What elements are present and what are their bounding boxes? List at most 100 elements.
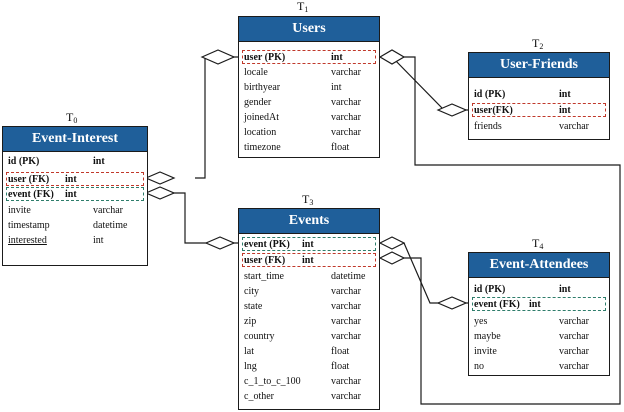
- column-name: gender: [244, 97, 272, 108]
- table-row: id (PK) int: [3, 154, 147, 169]
- table-row: c_other varchar: [239, 389, 379, 404]
- column-type: varchar: [331, 127, 361, 138]
- column-type: int: [559, 105, 571, 116]
- column-name: lat: [244, 346, 254, 357]
- label-events-sub: 3: [309, 198, 314, 207]
- column-type: varchar: [331, 97, 361, 108]
- column-name: city: [244, 286, 259, 297]
- table-row: zip varchar: [239, 314, 379, 329]
- label-event-attendees-sub: 4: [539, 242, 544, 251]
- column-name: event (FK): [8, 189, 54, 200]
- column-type: varchar: [559, 346, 589, 357]
- table-row: yes varchar: [469, 314, 609, 329]
- connector-users-to-user-friends: [391, 56, 468, 111]
- label-user-friends: T2: [532, 37, 543, 53]
- table-row: user (PK) int: [239, 50, 379, 65]
- column-name: friends: [474, 121, 502, 132]
- column-name: user(FK): [474, 105, 513, 116]
- column-type: int: [302, 255, 314, 266]
- diamond-event-interest-event: [144, 186, 176, 200]
- column-type: int: [559, 284, 571, 295]
- label-users: T1: [297, 0, 308, 16]
- table-row: invite varchar: [469, 344, 609, 359]
- label-users-base: T: [297, 0, 305, 13]
- table-events-title: Events: [239, 209, 379, 234]
- column-type: int: [93, 156, 105, 167]
- column-name: lng: [244, 361, 257, 372]
- column-type: datetime: [331, 271, 366, 282]
- column-name: user (FK): [244, 255, 286, 266]
- table-row: event (FK) int: [469, 297, 609, 312]
- column-name: event (FK): [474, 299, 520, 310]
- column-name: country: [244, 331, 275, 342]
- column-type: varchar: [559, 121, 589, 132]
- label-event-interest-sub: 0: [73, 116, 78, 125]
- table-row: timestamp datetime: [3, 218, 147, 233]
- column-name: birthyear: [244, 82, 281, 93]
- label-event-attendees-base: T: [532, 236, 540, 250]
- column-name: start_time: [244, 271, 284, 282]
- table-row: lng float: [239, 359, 379, 374]
- table-row: event (PK) int: [239, 237, 379, 252]
- table-row: no varchar: [469, 359, 609, 374]
- column-type: varchar: [331, 112, 361, 123]
- table-event-attendees-title: Event-Attendees: [469, 253, 609, 278]
- column-name: user (FK): [8, 174, 50, 185]
- diamond-users-right: [378, 49, 406, 65]
- column-name: event (PK): [244, 239, 290, 250]
- column-type: int: [331, 52, 343, 63]
- table-row: city varchar: [239, 284, 379, 299]
- connector-event-interest-to-events: [148, 192, 238, 244]
- table-row: timezone float: [239, 140, 379, 155]
- column-name: location: [244, 127, 277, 138]
- label-event-interest: T0: [66, 111, 77, 127]
- table-row: state varchar: [239, 299, 379, 314]
- diamond-user-friends: [436, 103, 468, 117]
- column-name: invite: [474, 346, 497, 357]
- column-name: joinedAt: [244, 112, 279, 123]
- column-type: float: [331, 361, 350, 372]
- diamond-events-right-user: [378, 251, 406, 265]
- connector-users-to-event-interest: [195, 56, 238, 179]
- column-type: int: [93, 235, 104, 246]
- column-name: yes: [474, 316, 488, 327]
- table-row: id (PK) int: [469, 282, 609, 297]
- column-name: interested: [8, 235, 47, 246]
- column-type: varchar: [93, 205, 123, 216]
- column-type: varchar: [331, 67, 361, 78]
- table-event-interest-title: Event-Interest: [3, 127, 147, 152]
- column-type: int: [65, 174, 77, 185]
- column-type: float: [331, 142, 350, 153]
- column-name: invite: [8, 205, 31, 216]
- label-event-attendees: T4: [532, 237, 543, 253]
- label-user-friends-base: T: [532, 36, 540, 50]
- table-row: interested int: [3, 233, 147, 248]
- table-row: user(FK) int: [469, 103, 609, 118]
- column-type: varchar: [559, 316, 589, 327]
- column-name: zip: [244, 316, 257, 327]
- table-row: maybe varchar: [469, 329, 609, 344]
- column-name: id (PK): [474, 284, 506, 295]
- column-type: int: [331, 82, 342, 93]
- table-row: friends varchar: [469, 119, 609, 134]
- diamond-users-left: [200, 49, 236, 65]
- table-events: Events event (PK) int user (FK) int star…: [238, 208, 380, 410]
- table-users-title: Users: [239, 17, 379, 42]
- table-row: location varchar: [239, 125, 379, 140]
- table-row: start_time datetime: [239, 269, 379, 284]
- column-name: timezone: [244, 142, 281, 153]
- column-type: datetime: [93, 220, 128, 231]
- table-row: locale varchar: [239, 65, 379, 80]
- table-row: country varchar: [239, 329, 379, 344]
- table-row: c_1_to_c_100 varchar: [239, 374, 379, 389]
- column-name: c_1_to_c_100: [244, 376, 301, 387]
- column-type: varchar: [559, 361, 589, 372]
- column-type: varchar: [331, 301, 361, 312]
- column-name: maybe: [474, 331, 501, 342]
- column-type: varchar: [331, 286, 361, 297]
- connector-events-to-event-attendees: [403, 242, 468, 304]
- diamond-event-interest-user: [144, 171, 176, 185]
- column-name: id (PK): [474, 89, 506, 100]
- column-name: id (PK): [8, 156, 40, 167]
